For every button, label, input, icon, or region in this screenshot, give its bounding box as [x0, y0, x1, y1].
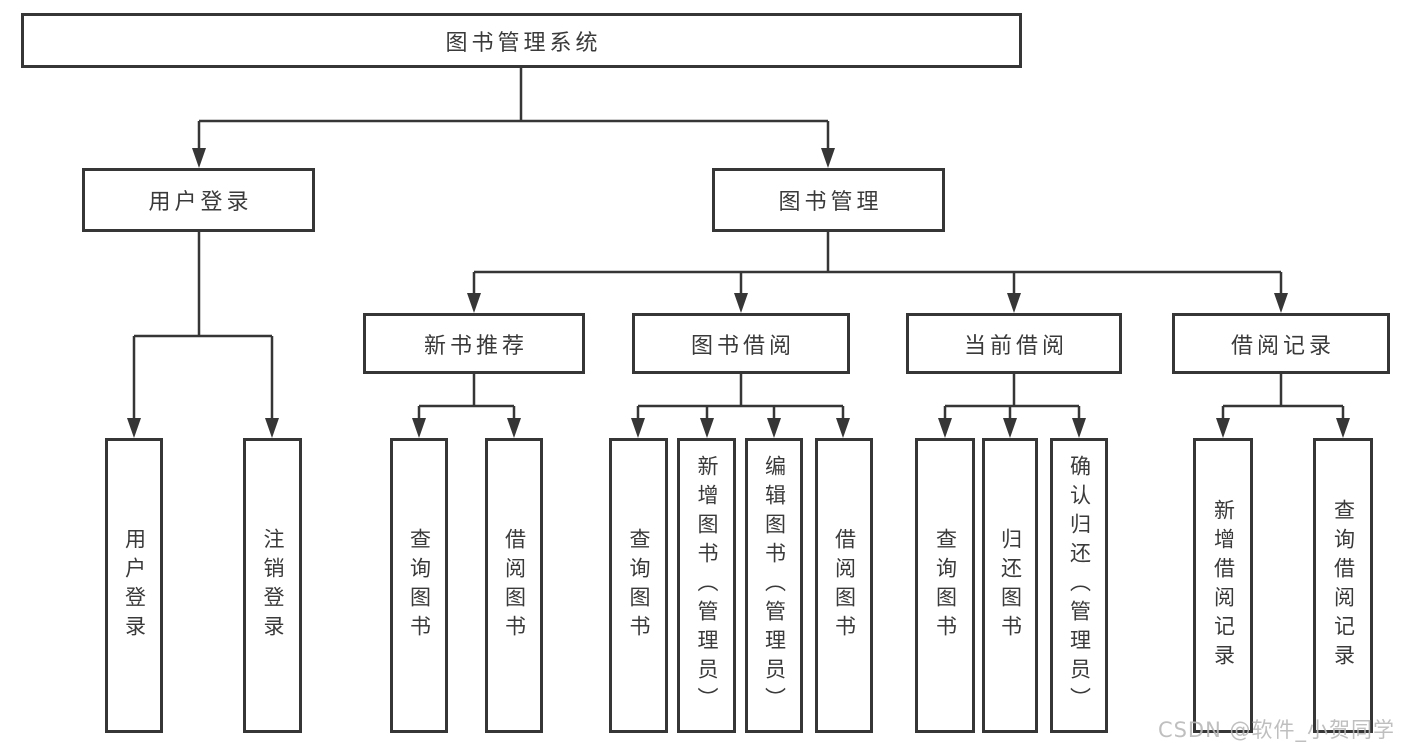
node-query-borrow-record: 查询借阅记录 — [1313, 438, 1373, 733]
node-label: 查询图书 — [407, 527, 432, 644]
node-confirm-return-admin: 确认归还（管理员） — [1050, 438, 1108, 733]
node-label: 图书管理 — [778, 190, 883, 215]
node-book-management: 图书管理 — [712, 168, 945, 232]
node-user-login-leaf: 用户登录 — [105, 438, 163, 733]
node-label: 图书管理系统 — [445, 30, 602, 56]
node-label: 图书借阅 — [690, 333, 795, 359]
node-current-borrowing: 当前借阅 — [906, 313, 1122, 374]
node-query-books-current: 查询图书 — [915, 438, 975, 733]
node-label: 归还图书 — [998, 527, 1023, 644]
node-label: 借阅图书 — [832, 527, 857, 644]
node-label: 编辑图书（管理员） — [762, 455, 787, 716]
node-return-book: 归还图书 — [982, 438, 1038, 733]
node-add-borrow-record: 新增借阅记录 — [1193, 438, 1253, 733]
node-borrow-books-borrowing: 借阅图书 — [815, 438, 873, 733]
node-borrowing-records: 借阅记录 — [1172, 313, 1390, 374]
node-borrow-books-recommend: 借阅图书 — [485, 438, 543, 733]
csdn-watermark: CSDN @软件_小贺同学 — [1157, 718, 1395, 742]
node-label: 借阅记录 — [1230, 333, 1335, 359]
node-label: 用户登录 — [122, 527, 147, 644]
node-logout: 注销登录 — [243, 438, 302, 733]
node-label: 新书推荐 — [423, 333, 528, 359]
connector-shafts — [132, 68, 1345, 420]
node-label: 查询图书 — [627, 527, 651, 644]
node-library-management-system: 图书管理系统 — [21, 13, 1022, 68]
node-label: 查询图书 — [933, 527, 958, 644]
node-label: 新增图书（管理员） — [695, 455, 719, 716]
node-label: 查询借阅记录 — [1331, 498, 1356, 673]
node-book-borrowing: 图书借阅 — [632, 313, 850, 374]
node-label: 注销登录 — [261, 527, 285, 644]
node-edit-book-admin: 编辑图书（管理员） — [745, 438, 803, 733]
node-query-books-recommend: 查询图书 — [390, 438, 448, 733]
node-label: 新增借阅记录 — [1211, 498, 1236, 673]
node-user-login-group: 用户登录 — [82, 168, 315, 232]
node-label: 当前借阅 — [963, 333, 1068, 359]
node-label: 用户登录 — [148, 190, 253, 215]
arrowhead-icons — [127, 148, 1350, 438]
node-label: 确认归还（管理员） — [1067, 455, 1092, 716]
node-add-book-admin: 新增图书（管理员） — [677, 438, 736, 733]
node-new-book-recommendation: 新书推荐 — [363, 313, 585, 374]
node-label: 借阅图书 — [502, 527, 527, 644]
node-query-books-borrowing: 查询图书 — [609, 438, 668, 733]
